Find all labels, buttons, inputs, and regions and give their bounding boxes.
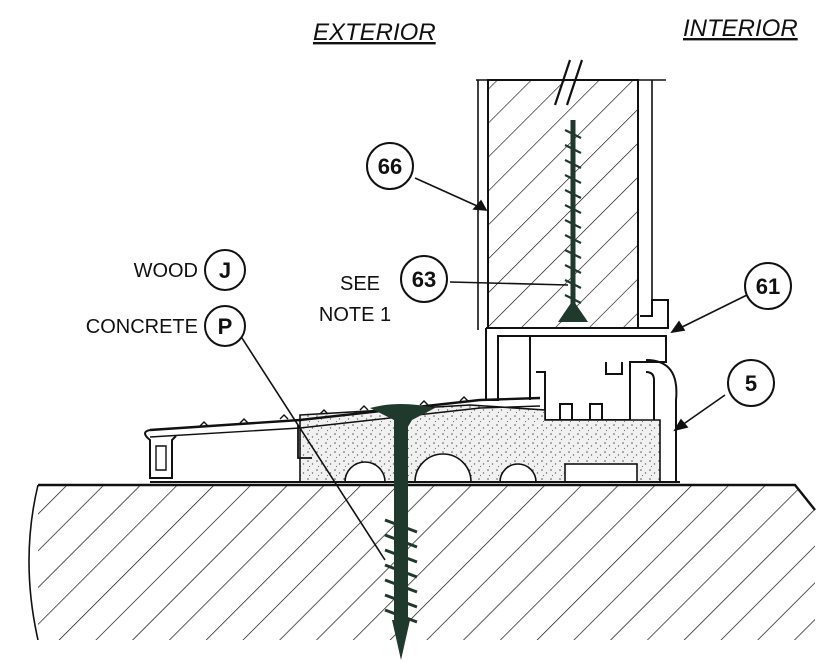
- callout-J-label: J: [219, 258, 231, 283]
- callout-63-label: 63: [412, 267, 436, 292]
- callout-5-label: 5: [745, 371, 757, 396]
- callout-61: 61: [744, 262, 792, 310]
- floor-substrate: [0, 483, 817, 666]
- see-note-label-line1: SEE: [340, 273, 380, 295]
- callout-P: P: [204, 305, 246, 347]
- break-mark: [553, 59, 572, 106]
- see-note-label-line2: NOTE 1: [319, 304, 391, 326]
- callout-P-label: P: [218, 314, 233, 339]
- callout-J: J: [204, 249, 246, 291]
- callout-61-label: 61: [756, 274, 780, 299]
- threshold-sill: [144, 396, 680, 483]
- door-panel: [476, 59, 666, 330]
- door-bottom-extrusion: [485, 299, 678, 483]
- exterior-heading: EXTERIOR: [313, 19, 436, 46]
- interior-heading: INTERIOR: [683, 15, 798, 42]
- leader-lines: [239, 177, 748, 561]
- callout-5: 5: [727, 359, 775, 407]
- concrete-label: CONCRETE: [86, 316, 198, 338]
- callout-66: 66: [366, 142, 414, 190]
- anchor-screw: [370, 404, 435, 660]
- callout-63: 63: [400, 255, 448, 303]
- callout-66-label: 66: [378, 154, 402, 179]
- wood-label: WOOD: [134, 260, 198, 282]
